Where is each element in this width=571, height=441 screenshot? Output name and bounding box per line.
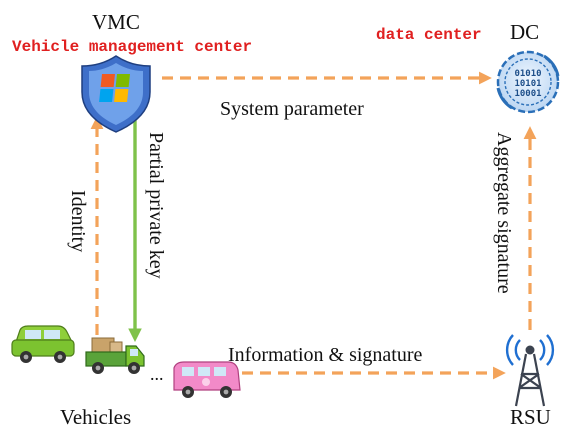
dc-binary-row-2: 10101 [514,79,541,89]
vehicles-ellipsis: ... [150,364,164,384]
dc-binary-row-1: 01010 [514,69,541,79]
label-system-parameter: System parameter [220,98,364,120]
vehicles-label: Vehicles [60,405,131,429]
binary-globe-icon: 01010 10101 10001 [496,50,560,114]
vmc-label: VMC [92,10,140,34]
shield-icon [81,55,151,133]
van-icon [173,361,241,398]
dc-annotation: data center [376,26,482,44]
label-partial-private-key: Partial private key [145,132,167,279]
truck-icon [85,337,145,374]
dc-binary-row-3: 10001 [514,89,541,99]
vmc-annotation: Vehicle management center [12,38,252,56]
label-information-signature: Information & signature [228,344,423,366]
label-aggregate-signature: Aggregate signature [493,132,515,294]
dc-label: DC [510,20,539,44]
rsu-label: RSU [510,405,551,429]
suv-icon [11,325,75,363]
label-identity: Identity [67,190,89,252]
radio-tower-icon [505,334,555,407]
